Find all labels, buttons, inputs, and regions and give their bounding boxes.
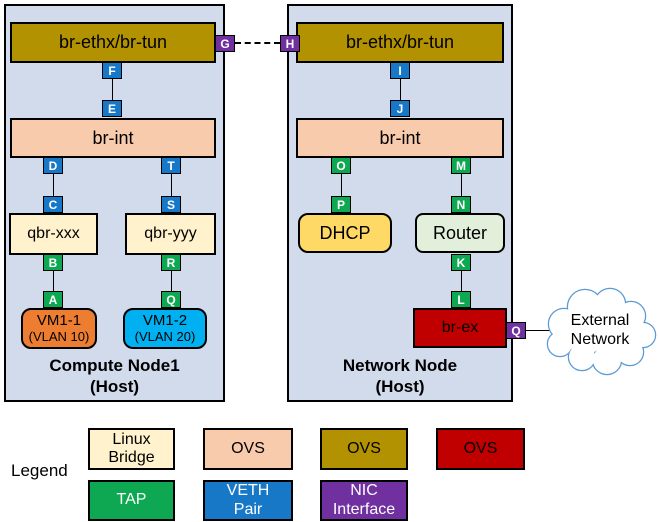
network-br-tun-label: br-ethx/br-tun bbox=[345, 32, 455, 52]
tap-port-m: M bbox=[451, 157, 471, 174]
dhcp-box: DHCP bbox=[298, 213, 392, 253]
dhcp-label: DHCP bbox=[319, 222, 371, 243]
connector-i-j bbox=[400, 78, 401, 102]
veth-port-f: F bbox=[102, 62, 122, 79]
legend-linux-bridge: Linux Bridge bbox=[88, 428, 175, 470]
connector-d-c bbox=[53, 173, 54, 198]
network-br-int-label: br-int bbox=[379, 127, 421, 148]
router-label: Router bbox=[432, 222, 488, 243]
tap-port-q: Q bbox=[161, 291, 181, 308]
network-br-int-bridge: br-int bbox=[296, 118, 504, 158]
network-node-title: Network Node (Host) bbox=[342, 356, 458, 397]
qbr-yyy-label: qbr-yyy bbox=[144, 225, 197, 242]
br-ex-label: br-ex bbox=[441, 319, 479, 336]
nic-port-q: Q bbox=[506, 322, 526, 339]
connector-b-a bbox=[53, 270, 54, 293]
tap-port-o: O bbox=[331, 157, 351, 174]
tap-port-p: P bbox=[331, 196, 351, 213]
connector-r-q bbox=[171, 270, 172, 293]
veth-port-j: J bbox=[390, 100, 410, 117]
legend-nic-interface: NIC Interface bbox=[320, 480, 408, 521]
connector-q-cloud bbox=[524, 330, 552, 331]
legend-veth-pair: VETH Pair bbox=[203, 480, 293, 521]
connector-k-l bbox=[461, 270, 462, 293]
vm1-1-name: VM1-1 bbox=[36, 312, 82, 330]
compute-node-title: Compute Node1 (Host) bbox=[49, 356, 180, 397]
external-network-label: External Network bbox=[570, 312, 630, 349]
external-network-cloud bbox=[540, 282, 659, 380]
router-box: Router bbox=[415, 213, 505, 253]
tap-port-k: K bbox=[451, 254, 471, 271]
legend-ovs-gold: OVS bbox=[320, 428, 408, 470]
compute-br-int-label: br-int bbox=[92, 127, 134, 148]
nic-port-g: G bbox=[215, 35, 235, 52]
vm1-2-name: VM1-2 bbox=[142, 312, 188, 330]
legend-tap: TAP bbox=[88, 480, 175, 521]
veth-port-d: D bbox=[43, 157, 63, 174]
vm1-2-vlan: (VLAN 20) bbox=[134, 328, 196, 344]
compute-br-tun-bridge: br-ethx/br-tun bbox=[10, 22, 216, 63]
connector-g-h-dashed bbox=[235, 42, 280, 44]
network-br-tun-bridge: br-ethx/br-tun bbox=[296, 22, 504, 63]
cloud-icon bbox=[546, 287, 657, 376]
br-ex-bridge: br-ex bbox=[413, 308, 507, 348]
compute-br-tun-label: br-ethx/br-tun bbox=[58, 32, 168, 52]
connector-o-p bbox=[341, 173, 342, 198]
tap-port-l: L bbox=[451, 291, 471, 308]
veth-port-c: C bbox=[43, 196, 63, 213]
vm1-1-box: VM1-1 (VLAN 10) bbox=[21, 308, 97, 349]
veth-port-t: T bbox=[161, 157, 181, 174]
tap-port-n: N bbox=[451, 196, 471, 213]
vm1-2-box: VM1-2 (VLAN 20) bbox=[123, 308, 207, 349]
connector-t-s bbox=[171, 173, 172, 198]
vm1-1-vlan: (VLAN 10) bbox=[28, 328, 90, 344]
compute-br-int-bridge: br-int bbox=[10, 118, 216, 158]
veth-port-e: E bbox=[102, 100, 122, 117]
nic-port-h: H bbox=[280, 35, 300, 52]
qbr-xxx-bridge: qbr-xxx bbox=[9, 213, 98, 255]
legend-title: Legend bbox=[11, 461, 68, 480]
legend-ovs-peach: OVS bbox=[203, 428, 293, 470]
veth-port-i: I bbox=[390, 62, 410, 79]
legend-ovs-red: OVS bbox=[436, 428, 525, 470]
veth-port-s: S bbox=[161, 196, 181, 213]
qbr-yyy-bridge: qbr-yyy bbox=[125, 213, 216, 255]
tap-port-r: R bbox=[161, 254, 181, 271]
tap-port-b: B bbox=[43, 254, 63, 271]
connector-m-n bbox=[461, 173, 462, 198]
qbr-xxx-label: qbr-xxx bbox=[27, 225, 80, 242]
connector-f-e bbox=[112, 78, 113, 102]
tap-port-a: A bbox=[43, 291, 63, 308]
